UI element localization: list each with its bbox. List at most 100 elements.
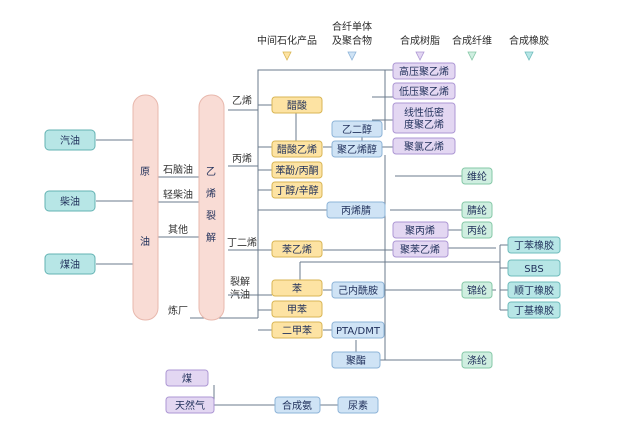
text-sbs: SBS bbox=[524, 264, 543, 275]
text-br: 顺丁橡胶 bbox=[514, 284, 554, 297]
box-phenol-acetone bbox=[271, 161, 323, 179]
text-pvc: 聚氯乙烯 bbox=[404, 140, 444, 153]
label-butadiene: 丁二烯 bbox=[227, 236, 257, 249]
legend-marker-intermediate bbox=[282, 51, 292, 61]
text-ethylene-glycol: 乙二醇 bbox=[342, 123, 372, 136]
source-label-diesel: 柴油 bbox=[60, 195, 80, 208]
text-vinyl-acetate: 醋酸乙烯 bbox=[277, 143, 317, 156]
box-polyester bbox=[331, 351, 381, 369]
monomer-boxes: 乙二醇 聚乙烯醇 丙烯腈 己内酰胺 PTA/DMT 聚酯 合成氨 尿素 bbox=[274, 120, 386, 414]
ethylene-cracking-pillar bbox=[198, 94, 225, 321]
box-sbs bbox=[507, 259, 561, 277]
text-synthetic-ammonia: 合成氨 bbox=[282, 399, 312, 412]
source-box-kerosene bbox=[44, 253, 96, 275]
fiber-boxes: 维纶 腈纶 丙纶 锦纶 涤纶 bbox=[461, 167, 493, 369]
legend-marker-monomer bbox=[347, 51, 357, 61]
box-pvc bbox=[392, 137, 456, 155]
source-boxes: 汽油 柴油 煤油 bbox=[44, 129, 96, 275]
source-label-kerosene: 煤油 bbox=[60, 258, 80, 271]
crude-oil-char2: 油 bbox=[140, 235, 150, 248]
text-natural-gas: 天然气 bbox=[175, 399, 205, 412]
box-pta-dmt bbox=[331, 321, 385, 339]
box-synthetic-ammonia bbox=[274, 396, 321, 414]
text-phenol-acetone: 苯酚/丙酮 bbox=[275, 164, 318, 177]
text-styrene: 苯乙烯 bbox=[282, 243, 312, 256]
box-nylon bbox=[461, 281, 493, 299]
legend-marker-resin bbox=[415, 51, 425, 61]
text-acrylic: 腈纶 bbox=[467, 204, 487, 217]
box-lldpe bbox=[392, 102, 456, 134]
label-ethylene: 乙烯 bbox=[232, 94, 252, 107]
box-ethylene-glycol bbox=[331, 120, 383, 138]
legend-label-resin: 合成树脂 bbox=[400, 34, 440, 47]
cracking-char3: 裂 bbox=[206, 209, 216, 222]
box-acrylic bbox=[461, 201, 493, 219]
resin-boxes: 高压聚乙烯 低压聚乙烯 线性低密 度聚乙烯 聚氯乙烯 聚丙烯 聚苯乙烯 bbox=[392, 62, 456, 258]
legend-label-monomer-line2: 及聚合物 bbox=[332, 34, 372, 47]
cracking-char4: 解 bbox=[206, 231, 216, 244]
box-polyester-fiber bbox=[461, 351, 493, 369]
text-urea: 尿素 bbox=[348, 399, 368, 412]
box-iir bbox=[507, 301, 561, 319]
rubber-boxes: 丁苯橡胶 SBS 顺丁橡胶 丁基橡胶 bbox=[507, 236, 561, 319]
box-acrylonitrile bbox=[326, 201, 386, 219]
legend: 中间石化产品 合纤单体 及聚合物 合成树脂 合成纤维 合成橡胶 bbox=[257, 20, 549, 61]
label-propylene: 丙烯 bbox=[232, 152, 252, 165]
text-coal: 煤 bbox=[182, 372, 192, 385]
label-other: 其他 bbox=[168, 223, 188, 236]
text-polystyrene: 聚苯乙烯 bbox=[400, 243, 440, 256]
box-br bbox=[507, 281, 561, 299]
text-acetic-acid: 醋酸 bbox=[287, 99, 307, 112]
box-polypropylene bbox=[392, 221, 449, 239]
text-high-pressure-pe: 高压聚乙烯 bbox=[399, 65, 449, 78]
text-sbr: 丁苯橡胶 bbox=[514, 239, 554, 252]
text-pta-dmt: PTA/DMT bbox=[336, 326, 381, 337]
label-refinery: 炼厂 bbox=[168, 304, 188, 317]
legend-marker-rubber bbox=[524, 51, 534, 61]
text-vinylon: 维纶 bbox=[467, 170, 487, 183]
cracking-char1: 乙 bbox=[206, 166, 216, 178]
crude-oil-char1: 原 bbox=[140, 166, 150, 178]
box-polypropylene-fiber bbox=[461, 221, 493, 239]
text-polypropylene: 聚丙烯 bbox=[405, 224, 435, 237]
legend-label-intermediate: 中间石化产品 bbox=[257, 34, 317, 47]
intermediate-boxes: 醋酸 醋酸乙烯 苯酚/丙酮 丁醇/辛醇 苯乙烯 苯 甲苯 二甲苯 bbox=[271, 96, 323, 339]
box-urea bbox=[337, 396, 379, 414]
box-sbr bbox=[507, 236, 561, 254]
box-low-pressure-pe bbox=[392, 82, 456, 100]
legend-label-monomer-line1: 合纤单体 bbox=[332, 20, 372, 33]
box-vinyl-acetate bbox=[271, 140, 323, 158]
box-vinylon bbox=[461, 167, 493, 185]
box-xylene bbox=[271, 321, 323, 339]
box-hdpe-high-pressure bbox=[392, 62, 456, 80]
text-polypropylene-fiber: 丙纶 bbox=[467, 224, 487, 237]
legend-marker-fiber bbox=[467, 51, 477, 61]
source-box-diesel bbox=[44, 190, 96, 212]
box-butanol-octanol bbox=[271, 181, 323, 199]
box-polyvinyl-alcohol bbox=[331, 140, 383, 158]
text-lldpe-line2: 度聚乙烯 bbox=[404, 118, 444, 131]
text-lldpe-line1: 线性低密 bbox=[404, 106, 444, 119]
legend-label-rubber: 合成橡胶 bbox=[509, 34, 549, 47]
box-toluene bbox=[271, 300, 323, 318]
source-label-gasoline: 汽油 bbox=[60, 134, 80, 147]
source-box-gasoline bbox=[44, 129, 96, 151]
box-caprolactam bbox=[331, 281, 385, 299]
text-xylene: 二甲苯 bbox=[282, 324, 312, 337]
text-acrylonitrile: 丙烯腈 bbox=[341, 204, 371, 217]
text-iir: 丁基橡胶 bbox=[514, 304, 554, 317]
cracking-char2: 烯 bbox=[206, 187, 216, 200]
text-benzene: 苯 bbox=[292, 282, 302, 295]
box-natural-gas bbox=[165, 396, 215, 414]
box-acetic-acid bbox=[271, 96, 323, 114]
text-polyester: 聚酯 bbox=[346, 355, 366, 367]
label-naphtha: 石脑油 bbox=[163, 163, 193, 176]
text-polyvinyl-alcohol: 聚乙烯醇 bbox=[337, 143, 377, 156]
box-styrene bbox=[271, 240, 323, 258]
text-caprolactam: 己内酰胺 bbox=[338, 284, 378, 297]
text-toluene: 甲苯 bbox=[287, 303, 307, 316]
box-coal bbox=[165, 369, 209, 387]
crude-oil-pillar bbox=[132, 94, 159, 321]
text-low-pressure-pe: 低压聚乙烯 bbox=[399, 85, 449, 98]
